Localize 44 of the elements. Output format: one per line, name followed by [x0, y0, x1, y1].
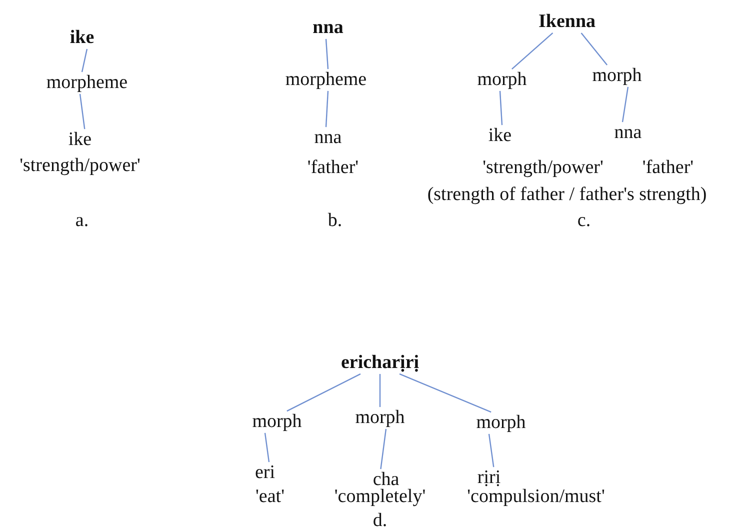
tree-node-label: ike: [488, 126, 512, 146]
tree-branch-line: [79, 94, 86, 130]
tree-branch-line: [379, 374, 381, 408]
tree-root-word: ike: [70, 28, 94, 48]
tree-branch-line: [580, 32, 608, 66]
annotation-text: a.: [75, 211, 89, 231]
tree-node-label: morph: [477, 70, 527, 90]
annotation-text: d.: [372, 511, 388, 529]
tree-node-label: morph: [355, 408, 405, 428]
tree-branch-line: [488, 434, 494, 468]
annotation-text: b.: [328, 211, 342, 231]
gloss-text: 'father': [642, 158, 694, 178]
gloss-text: 'compulsion/must': [467, 487, 605, 507]
tree-node-label: ike: [68, 130, 92, 150]
tree-branch-line: [499, 90, 503, 126]
tree-branch-line: [81, 48, 88, 72]
annotation-text: (strength of father / father's strength): [427, 185, 707, 205]
tree-node-label: rịrị: [477, 468, 501, 488]
tree-node-label: morph: [476, 413, 526, 433]
tree-root-word: ericharịrị: [340, 353, 420, 373]
tree-branch-line: [622, 86, 629, 122]
tree-node-label: nna: [614, 123, 642, 143]
tree-node-label: morpheme: [46, 73, 128, 93]
tree-node-label: cha: [372, 470, 400, 490]
annotation-text: c.: [577, 211, 591, 231]
tree-node-label: eri: [254, 463, 276, 483]
tree-branch-line: [264, 432, 270, 462]
tree-branch-line: [380, 428, 387, 470]
gloss-text: 'strength/power': [20, 156, 140, 176]
tree-root-word: nna: [312, 18, 344, 38]
tree-branch-line: [325, 90, 329, 128]
gloss-text: 'eat': [256, 487, 284, 507]
tree-branch-line: [512, 32, 554, 70]
tree-branch-line: [286, 373, 361, 412]
tree-node-label: morph: [252, 412, 302, 432]
gloss-text: 'strength/power': [482, 158, 604, 178]
tree-branch-line: [325, 38, 329, 70]
tree-node-label: morpheme: [285, 70, 367, 90]
gloss-text: 'completely': [334, 487, 426, 507]
tree-root-word: Ikenna: [538, 12, 596, 32]
gloss-text: 'father': [307, 158, 359, 178]
tree-branch-line: [399, 373, 492, 413]
tree-node-label: morph: [592, 66, 642, 86]
tree-node-label: nna: [314, 128, 342, 148]
